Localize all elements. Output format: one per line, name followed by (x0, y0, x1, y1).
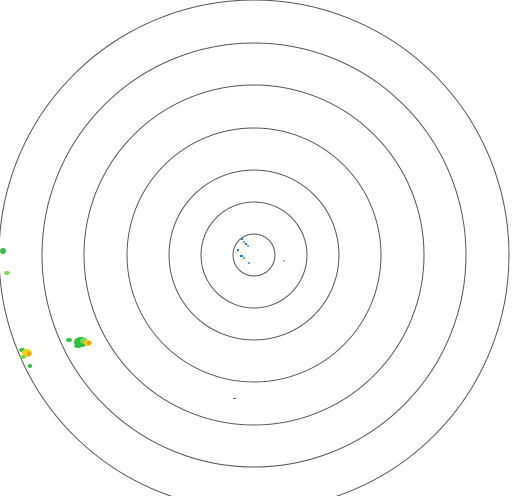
echo-pixel (243, 241, 245, 243)
echo-blob (4, 271, 10, 275)
range-ring-2 (200, 201, 308, 309)
echo-cluster-center (237, 238, 285, 264)
echo-blob (27, 352, 31, 356)
range-ring-4 (126, 127, 382, 383)
precipitation-echoes (0, 238, 285, 399)
echo-pixel (248, 262, 250, 264)
echo-blob (20, 355, 26, 359)
echo-blob (28, 364, 32, 368)
echo-pixel (243, 257, 245, 259)
range-ring-1 (232, 233, 276, 277)
echo-blob (87, 341, 91, 345)
echo-blob (0, 248, 6, 254)
echo-cluster-mid-left (66, 337, 92, 348)
echo-cluster-left-edge (0, 248, 32, 368)
echo-pixel (233, 398, 236, 399)
echo-pixel (240, 255, 243, 257)
range-ring-5 (83, 84, 425, 426)
echo-pixel (245, 243, 247, 245)
range-ring-3 (168, 169, 340, 341)
echo-blob (74, 344, 82, 348)
echo-pixel (247, 245, 249, 247)
echo-blob (66, 338, 72, 342)
echo-pixel (241, 238, 243, 240)
range-ring-6 (41, 42, 467, 468)
echo-pixel (283, 260, 285, 262)
echo-pixel (237, 249, 239, 251)
